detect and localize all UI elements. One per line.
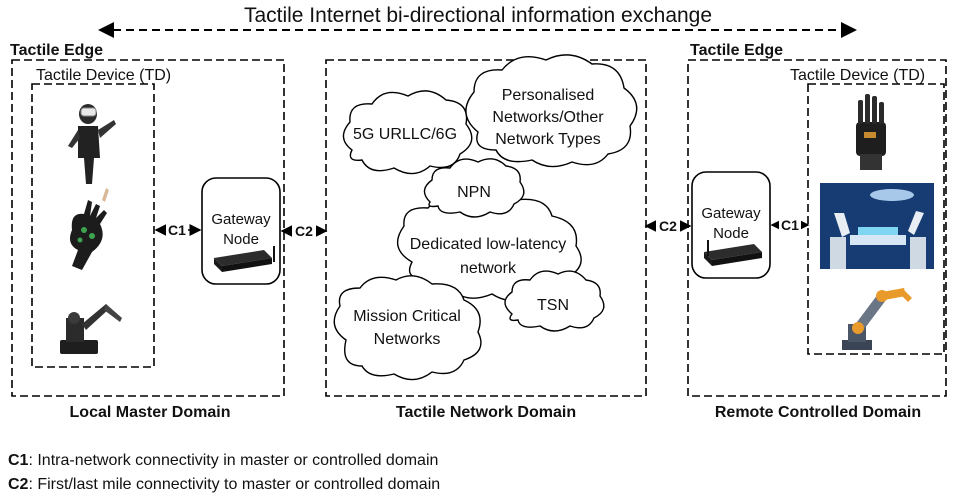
legend-c2-text: : First/last mile connectivity to master… xyxy=(28,476,441,493)
right-gateway-label-line1: Gateway xyxy=(701,205,761,222)
right-c2-label: C2 xyxy=(659,218,677,234)
left-edge-label: Tactile Edge xyxy=(10,42,103,59)
right-c1-label: C1 xyxy=(781,217,799,233)
right-tactile-device-label: Tactile Device (TD) xyxy=(790,67,925,84)
haptic-glove-icon xyxy=(70,188,109,270)
urllc-cloud xyxy=(342,90,473,175)
mission-critical-label-line2: Networks xyxy=(374,331,441,348)
urllc-label: 5G URLLC/6G xyxy=(353,126,457,143)
tsn-cloud xyxy=(504,270,605,332)
diagram-title: Tactile Internet bi-directional informat… xyxy=(244,4,712,27)
left-tactile-device-label: Tactile Device (TD) xyxy=(36,67,171,84)
legend-c1-key: C1 xyxy=(8,452,29,469)
personalised-label-line1: Personalised xyxy=(502,87,595,104)
mission-critical-cloud xyxy=(333,275,482,381)
personalised-label-line3: Network Types xyxy=(495,131,601,148)
legend-c1: C1: Intra-network connectivity in master… xyxy=(8,452,438,470)
right-gateway-router-icon xyxy=(704,240,762,266)
left-gateway-label-line1: Gateway xyxy=(211,211,271,228)
legend-c2-key: C2 xyxy=(8,476,29,493)
vr-person-icon xyxy=(68,104,116,184)
npn-label: NPN xyxy=(457,184,491,201)
left-c2-label: C2 xyxy=(295,223,313,239)
left-domain-label: Local Master Domain xyxy=(70,404,231,421)
robotic-hand-icon xyxy=(856,94,886,170)
legend-c1-text: : Intra-network connectivity in master o… xyxy=(28,452,439,469)
right-edge-label: Tactile Edge xyxy=(690,42,783,59)
tsn-label: TSN xyxy=(537,297,569,314)
network-domain-label: Tactile Network Domain xyxy=(396,404,576,421)
personalised-label-line2: Networks/Other xyxy=(492,109,604,126)
legend-c2: C2: First/last mile connectivity to mast… xyxy=(8,476,440,494)
left-c1-label: C1 xyxy=(168,222,186,238)
dedicated-label-line2: network xyxy=(460,260,517,277)
dedicated-label-line1: Dedicated low-latency xyxy=(410,236,567,253)
left-tactile-device-box xyxy=(31,83,155,368)
industrial-robot-arm-icon xyxy=(842,288,912,350)
haptic-arm-icon xyxy=(60,304,122,354)
right-gateway-label-line2: Node xyxy=(713,225,749,242)
left-gateway-label-line2: Node xyxy=(223,231,259,248)
personalised-networks-cloud xyxy=(465,54,638,168)
right-domain-label: Remote Controlled Domain xyxy=(715,404,921,421)
npn-cloud xyxy=(423,158,525,218)
surgical-robot-icon xyxy=(820,183,934,269)
left-gateway-router-icon xyxy=(214,246,275,272)
mission-critical-label-line1: Mission Critical xyxy=(353,308,461,325)
